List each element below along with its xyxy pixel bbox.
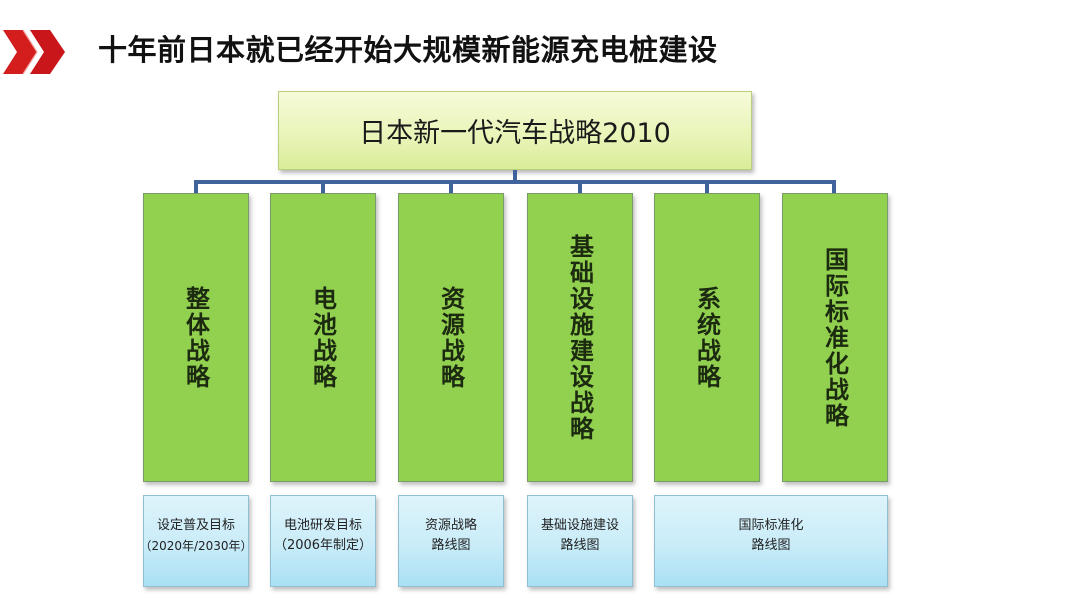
strategy-box-international-standards: 国际标准化战略: [782, 193, 888, 482]
roadmap-line2: （2006年制定）: [273, 538, 373, 553]
root-strategy-label: 日本新一代汽车战略2010: [359, 118, 671, 149]
connector-drop-2: [321, 180, 325, 194]
strategy-box-infrastructure: 基础设施建设战略: [527, 193, 633, 482]
strategy-label: 资源战略: [436, 285, 466, 390]
roadmap-box-adoption-targets: 设定普及目标 （2020年/2030年）: [139, 495, 253, 587]
roadmap-box-resources: 资源战略 路线图: [398, 495, 504, 587]
connector-drop-4: [578, 180, 582, 194]
strategy-label: 国际标准化战略: [820, 246, 850, 429]
strategy-box-overall: 整体战略: [143, 193, 249, 482]
roadmap-box-infrastructure: 基础设施建设 路线图: [527, 495, 633, 587]
roadmap-line2: 路线图: [431, 538, 471, 553]
strategy-label: 基础设施建设战略: [565, 233, 595, 442]
strategy-box-battery: 电池战略: [270, 193, 376, 482]
strategy-label: 系统战略: [692, 285, 722, 390]
strategy-box-resources: 资源战略: [398, 193, 504, 482]
roadmap-line1: 国际标准化: [738, 518, 804, 533]
connector-root-stem: [513, 170, 517, 184]
roadmap-line2: （2020年/2030年）: [139, 539, 253, 553]
root-strategy-box: 日本新一代汽车战略2010: [278, 91, 752, 170]
strategy-box-system: 系统战略: [654, 193, 760, 482]
roadmap-line2: 路线图: [560, 538, 600, 553]
strategy-label: 电池战略: [308, 285, 338, 390]
strategy-label: 整体战略: [181, 285, 211, 390]
roadmap-line1: 基础设施建设: [540, 518, 619, 533]
connector-drop-5: [705, 180, 709, 194]
connector-drop-3: [449, 180, 453, 194]
roadmap-line1: 电池研发目标: [283, 518, 362, 533]
double-chevron-right-icon: [3, 30, 65, 74]
roadmap-line1: 资源战略: [424, 518, 477, 533]
page-title: 十年前日本就已经开始大规模新能源充电桩建设: [98, 33, 718, 67]
connector-horizontal: [194, 180, 836, 184]
roadmap-line2: 路线图: [751, 538, 791, 553]
connector-drop-1: [194, 180, 198, 194]
connector-drop-6: [832, 180, 836, 194]
roadmap-box-international-standards: 国际标准化 路线图: [654, 495, 888, 587]
roadmap-line1: 设定普及目标: [156, 518, 235, 533]
roadmap-box-battery-targets: 电池研发目标 （2006年制定）: [270, 495, 376, 587]
